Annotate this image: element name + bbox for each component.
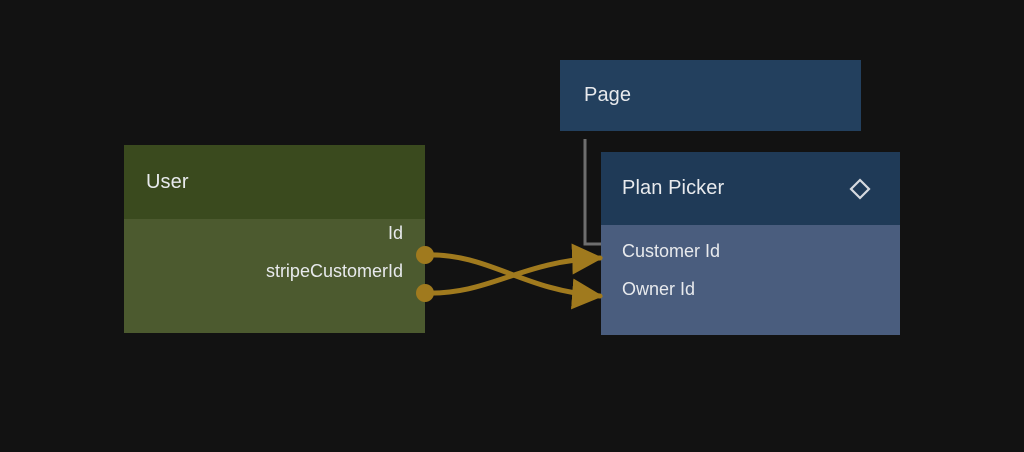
node-plan-picker[interactable]: Plan Picker Customer Id Owner Id: [601, 152, 900, 335]
edge-id-to-owner-id[interactable]: [422, 252, 604, 310]
node-user-header: User: [124, 145, 425, 219]
diamond-icon[interactable]: [848, 177, 872, 201]
node-page-header: Page: [560, 60, 861, 131]
field-user-id[interactable]: Id: [387, 223, 403, 243]
field-plan-picker-customer-id[interactable]: Customer Id: [622, 241, 721, 261]
node-user[interactable]: User Id stripeCustomerId: [124, 145, 425, 333]
field-user-stripecustomerid[interactable]: stripeCustomerId: [265, 261, 403, 281]
field-plan-picker-owner-id[interactable]: Owner Id: [622, 279, 696, 299]
node-user-title: User: [146, 170, 189, 193]
node-plan-picker-body: Customer Id Owner Id: [601, 225, 900, 335]
edge-stripecustomerid-to-customer-id[interactable]: [422, 243, 604, 296]
node-plan-picker-header: Plan Picker: [601, 152, 900, 225]
node-user-body: Id stripeCustomerId: [124, 219, 425, 333]
node-page-title: Page: [584, 84, 632, 106]
node-page[interactable]: Page: [560, 60, 861, 131]
node-plan-picker-title: Plan Picker: [622, 177, 725, 199]
